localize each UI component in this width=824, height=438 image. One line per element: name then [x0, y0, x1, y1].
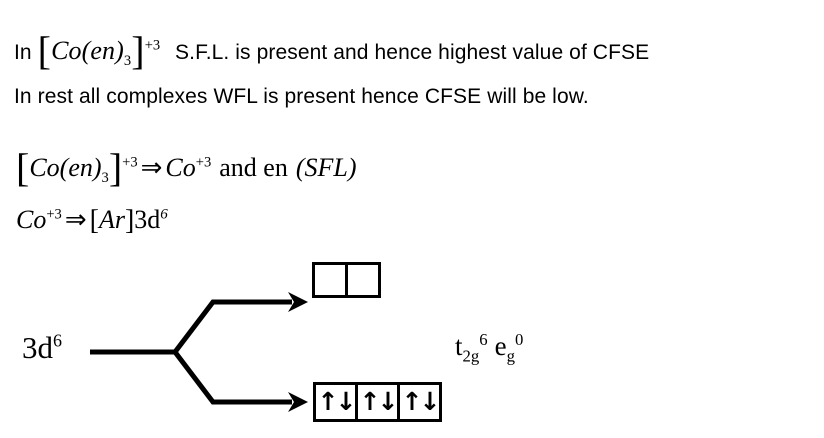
upper-branch-line — [173, 299, 292, 354]
line4-bracket-close: ] — [124, 205, 135, 236]
source-orbital-label: 3d6 — [22, 330, 62, 366]
source-electron-count: 6 — [53, 330, 62, 351]
line3-complex-subscript: 3 — [101, 170, 109, 187]
orbital-box: ↑↓ — [313, 382, 358, 422]
line3-ligand-field: (SFL) — [295, 153, 357, 182]
line4-noble-core: Ar — [98, 205, 125, 234]
orbital-electrons: ↑↓ — [359, 386, 399, 416]
t2g-subscript: 2g — [462, 346, 480, 366]
line3-charge: +3 — [122, 154, 138, 171]
orbital-electrons: ↑↓ — [317, 386, 357, 416]
line3-bracket-open: [ — [16, 145, 30, 190]
implies-arrow-icon-2: ⇒ — [64, 205, 87, 234]
eg-orbital-boxes — [312, 262, 381, 298]
line4-ion-charge: +3 — [46, 206, 62, 223]
line3-product: Co+3 — [165, 153, 212, 182]
line1-charge: +3 — [144, 37, 161, 54]
line3-complex-formula: Co(en)3 — [29, 153, 109, 187]
upper-branch-arrowhead-icon — [288, 292, 308, 312]
orbital-box: ↑↓ — [355, 382, 400, 422]
orbital-box — [345, 262, 381, 298]
lower-branch-arrowhead-icon — [288, 392, 308, 412]
line1-complex-formula: Co(en)3 — [51, 36, 132, 70]
orbital-box — [312, 262, 348, 298]
eg-superscript: 0 — [514, 330, 524, 349]
t2g-orbital-boxes: ↑↓ ↑↓ ↑↓ — [313, 382, 442, 422]
line1-bracket-close: ] — [131, 28, 145, 73]
solution-line-1: In [Co(en)3]+3 S.F.L. is present and hen… — [14, 22, 650, 73]
line4-electron-count: 6 — [160, 206, 168, 223]
t2g-superscript: 6 — [479, 330, 488, 349]
solution-line-4: Co+3⇒[Ar]3d6 — [16, 204, 168, 236]
line1-bracket-open: [ — [37, 28, 52, 73]
splitting-branch-lines — [90, 292, 308, 412]
line1-statement: S.F.L. is present and hence highest valu… — [175, 41, 650, 64]
line2-text: In rest all complexes WFL is present hen… — [14, 85, 589, 108]
orbital-electrons: ↑↓ — [401, 386, 441, 416]
eg-subscript: g — [506, 346, 515, 366]
line3-conjunction: and en — [219, 153, 288, 182]
line1-prefix: In — [14, 41, 32, 64]
crystal-field-splitting-diagram — [0, 250, 824, 438]
line3-product-charge: +3 — [195, 154, 212, 171]
eg-symbol: e — [494, 331, 507, 361]
line4-bracket-open: [ — [89, 205, 99, 236]
implies-arrow-icon: ⇒ — [140, 153, 163, 182]
source-shell: 3d — [22, 330, 53, 365]
t2g-symbol: t — [455, 331, 463, 361]
line3-bracket-close: ] — [108, 145, 123, 190]
line4-ion: Co+3 — [16, 205, 62, 234]
orbital-box: ↑↓ — [397, 382, 442, 422]
line4-shell: 3d — [134, 205, 161, 234]
line1-complex-subscript: 3 — [123, 53, 132, 70]
lower-branch-line — [173, 350, 292, 405]
solution-line-2: In rest all complexes WFL is present hen… — [14, 85, 589, 109]
